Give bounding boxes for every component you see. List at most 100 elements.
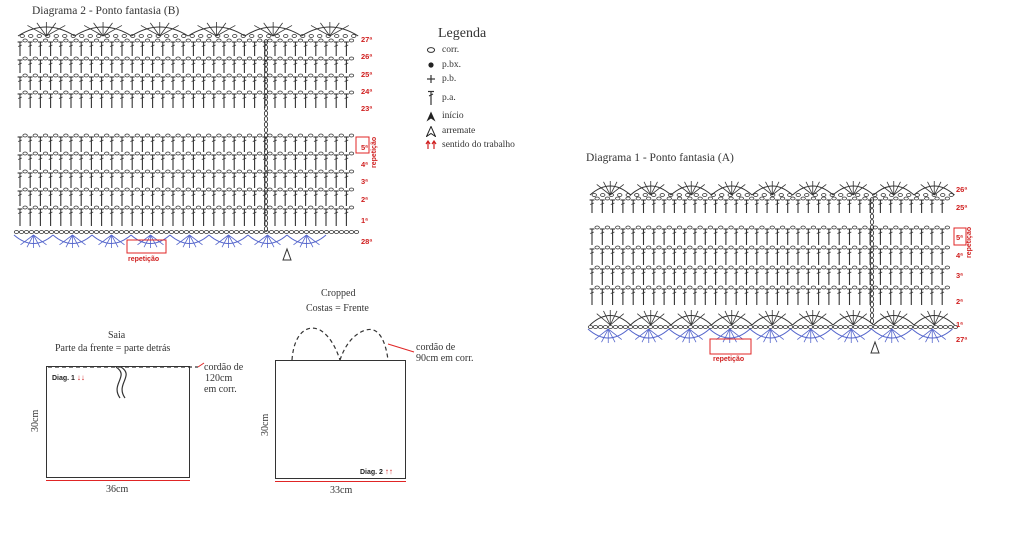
cropped-straps [291,327,415,361]
diagram1-stitch [847,251,852,254]
diagram1-stitch [744,202,749,205]
diagram2-chain [68,230,75,234]
diagram2-chain [124,133,130,138]
diagram1-stitch [703,202,708,205]
diagram1-turning-chain [869,263,875,269]
diagram2-chain [165,38,171,43]
diagram1-chain [934,285,940,290]
diagram1-stitch [631,251,636,254]
diagram1-chain [906,193,912,197]
diagram2-chain [228,230,235,234]
diagram2-stitch [232,44,237,47]
diagram2-stitch [334,79,339,82]
diagram1-chain [944,245,950,250]
diagram2-chain [216,73,222,78]
diagram2-chain [133,230,140,234]
diagram2-chain [236,56,242,61]
diagram2-stitch [303,79,308,82]
diagram1-turning-chain [869,208,875,214]
diagram1-stitch [641,202,646,205]
diagram2-chain [144,187,151,192]
diagram2-chain [338,151,344,156]
diagram2-fan-stitch [72,234,86,246]
diagram2-stitch [69,175,73,178]
diagram2-chain [308,56,314,61]
diagram2-chain [185,56,191,61]
diagram2-chain [114,151,120,156]
diagram1-fan-stitch [812,181,820,196]
diagram2-chain [63,73,69,78]
diagram1-stitch [620,231,625,234]
diagram1-turning-chain [869,285,875,291]
diagram2-chain [313,230,320,234]
diagram1-fan-stitch [927,181,935,196]
diagram2-side-repeat-label: repetição [371,136,378,168]
diagram2-stitch [334,157,339,160]
diagram2-fan-stitch [46,22,57,37]
diagram2-chain [277,187,283,192]
diagram1-chain [738,225,744,230]
diagram2-stitch [171,139,175,142]
diagram1-chain [944,265,950,270]
diagram1-chain [738,265,744,270]
diagram1-turning-chain [869,230,875,236]
diagram1-stitch [610,231,615,234]
diagram2-chain [308,205,314,210]
diagram2-chain [104,151,110,156]
diagram2-row-24: 24ª [361,87,373,96]
diagram2-chain [238,230,245,234]
diagram2-chain [22,187,28,192]
diagram1-fan-stitch [920,184,935,196]
diagram1-fan-stitch [596,184,611,196]
diagram1-stitch [929,291,934,294]
diagram1-stitch [662,251,667,254]
diagram2-stitch [38,157,43,160]
diagram2-stitch [303,139,308,142]
diagram1-chain [759,225,765,230]
diagram2-chain [83,73,89,78]
diagram1-chain [592,325,599,329]
diagram2-stitch [130,96,135,99]
diagram2-row-26: 26ª [361,52,373,61]
diagram1-chain [934,245,940,250]
diagram2-chain [216,38,222,43]
diagram2-stitch [99,157,104,160]
diagram1-stitch [744,291,749,294]
diagram1-chain [903,196,909,201]
diagram1-chain [752,325,759,329]
diagram1-fan-stitch [690,181,699,196]
diagram2-turning-chain [263,160,269,166]
diagram1-chain [937,325,944,329]
diagram2-chain [236,90,242,95]
diagram1-chain [594,225,600,230]
diagram1-stitch [765,251,770,254]
diagram2-stitch [273,79,277,82]
diagram2-chain [144,151,151,156]
diagram2-stitch [69,79,73,82]
diagram1-chain [646,225,652,230]
diagram2-stitch [273,211,277,214]
diagram2-chain [144,133,151,138]
diagram2-chain [32,38,38,43]
diagram2-chain [257,90,263,95]
diagram1-chain [594,265,600,270]
diagram2-chain [258,230,265,234]
diagram2-stitch [191,62,196,65]
diagram2-chain [42,151,49,156]
diagram1-chain [742,325,749,329]
diagram2-stitch [171,175,175,178]
diagram1-chain [892,325,899,329]
diagram2-chain [73,169,79,174]
diagram2-stitch [242,79,247,82]
diagram1-chain [880,193,886,197]
diagram1-stitch [837,251,842,254]
diagram2-stitch [109,79,114,82]
diagram2-stitch [120,211,124,214]
diagram2-stitch [120,79,124,82]
diagram1-chain [790,196,796,201]
diagram2-stitch [313,211,318,214]
diagram1-stitch [590,271,594,274]
diagram1-fan-stitch [677,313,692,326]
diagram2-chain [114,133,120,138]
diagram2-chain [114,73,120,78]
